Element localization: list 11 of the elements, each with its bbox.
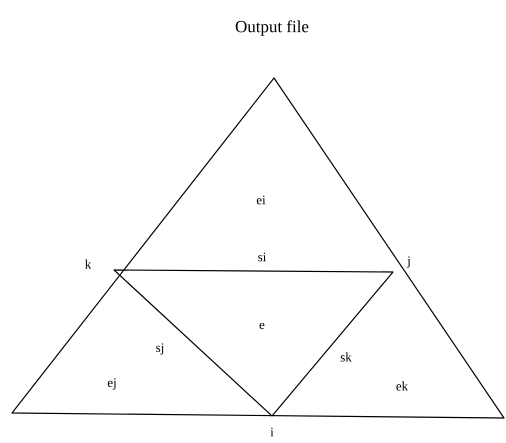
region-label: j	[406, 256, 410, 268]
region-label: sj	[156, 343, 164, 355]
region-label: ej	[108, 378, 116, 390]
region-label: si	[258, 252, 266, 262]
region-label: i	[270, 428, 274, 436]
region-label: sk	[340, 352, 352, 362]
title: Output file	[236, 20, 308, 36]
region-label: ei	[256, 196, 266, 204]
region-label: e	[260, 322, 264, 330]
region-label: k	[85, 260, 92, 268]
region-label: ek	[396, 381, 408, 391]
